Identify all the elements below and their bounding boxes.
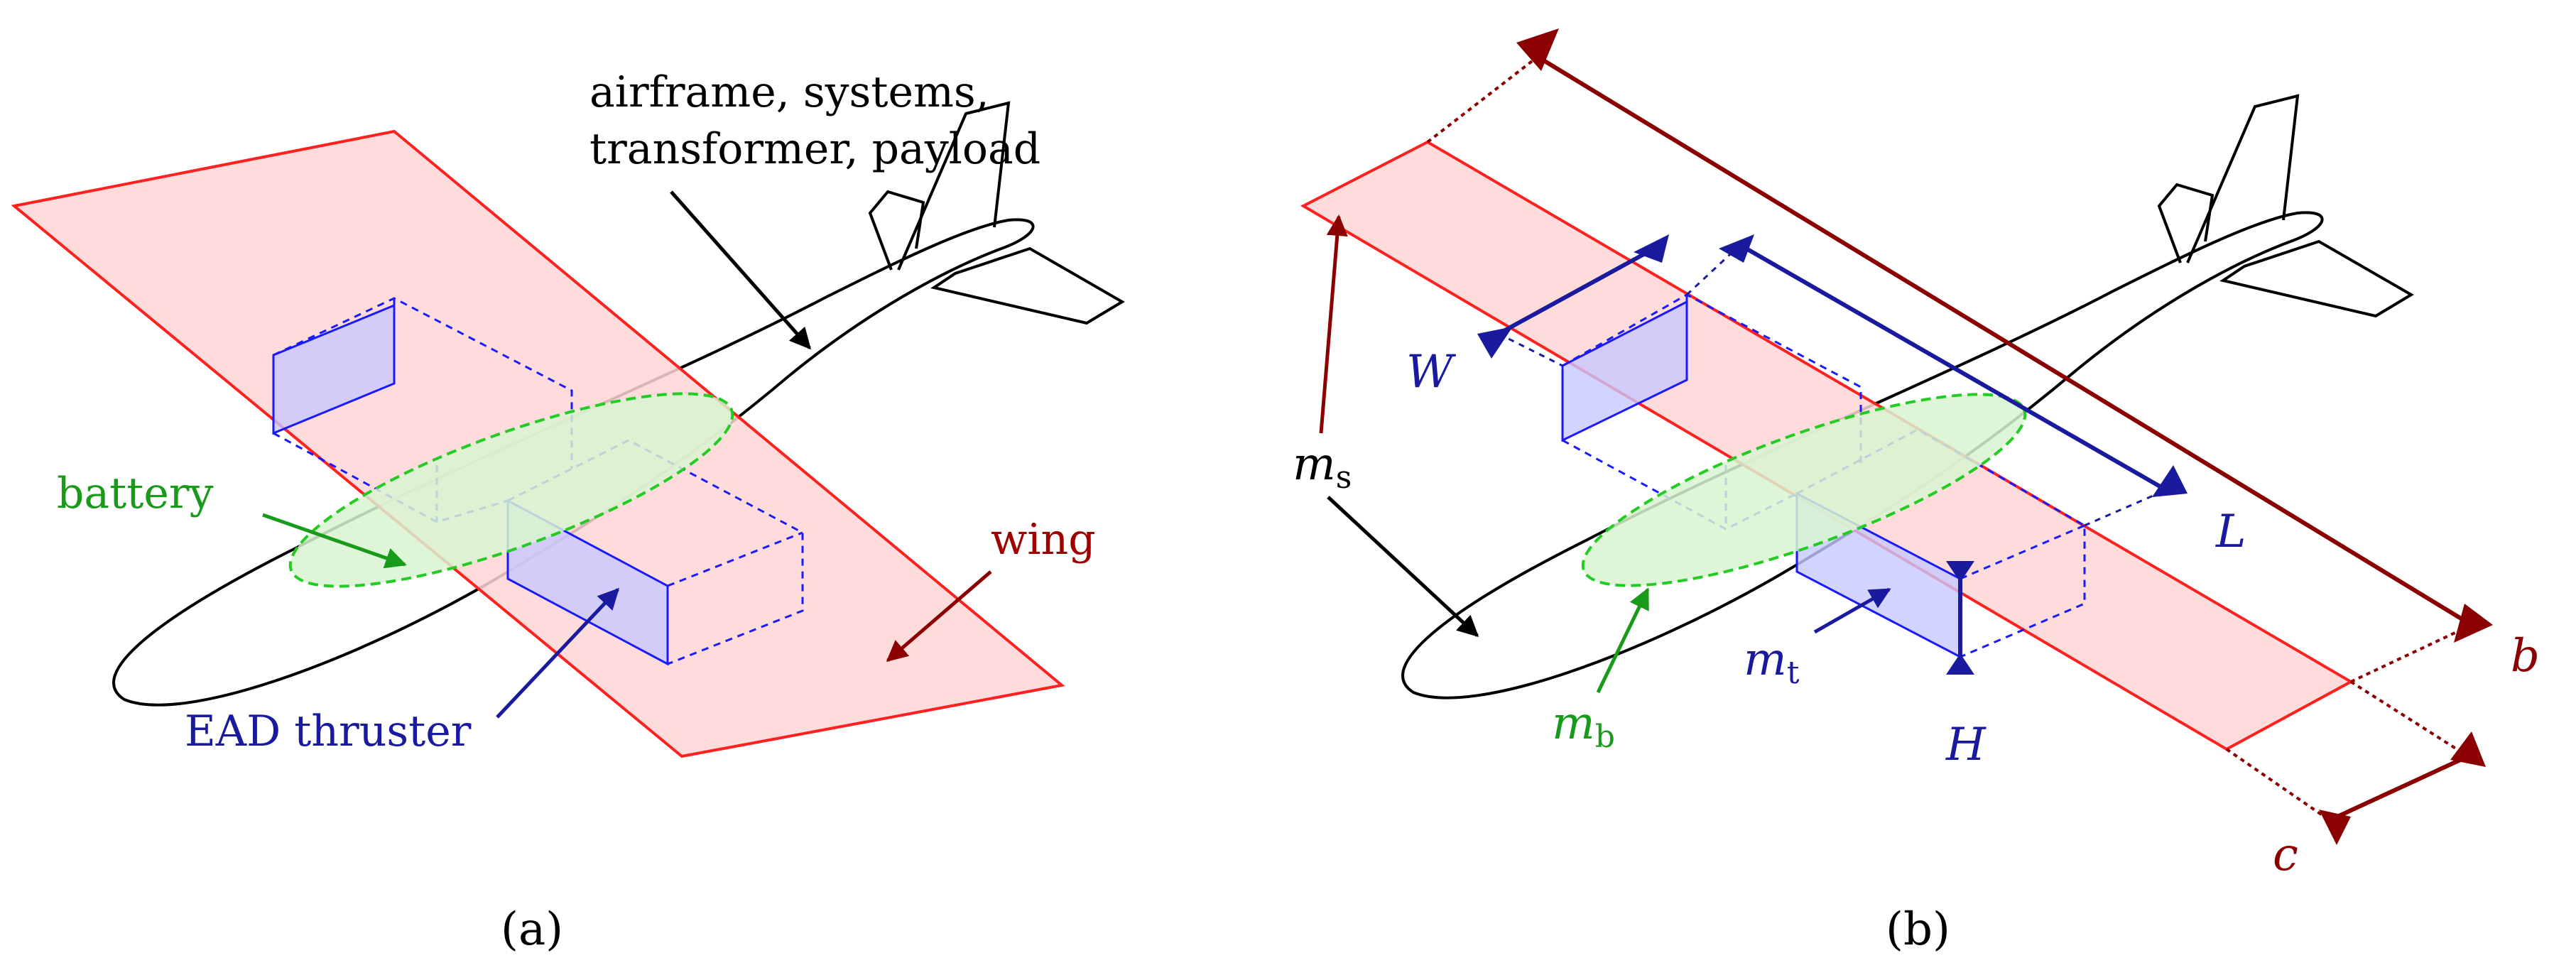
mb-base: m	[1552, 697, 1595, 750]
height-dimension-h	[1946, 561, 1974, 675]
mt-base: m	[1744, 633, 1787, 686]
l-arrowhead-bottom	[2152, 465, 2188, 497]
wing-label: wing	[991, 515, 1096, 565]
caption-b: (b)	[1886, 903, 1950, 956]
l-arrowhead-top	[1719, 234, 1754, 263]
c-arrowhead-left	[2319, 810, 2351, 845]
panel-b: W L H b c ms mb mt (b)	[1293, 28, 2540, 956]
c-label: c	[2273, 829, 2298, 881]
length-dimension-l	[1685, 234, 2188, 527]
l-label: L	[2215, 506, 2246, 558]
battery-label: battery	[57, 469, 214, 518]
b-arrowhead-bottom	[2454, 604, 2493, 643]
mt-label: mt	[1744, 633, 1800, 691]
mb-sub: b	[1595, 719, 1615, 755]
h-arrowhead-bottom	[1946, 653, 1974, 675]
span-dimension-b	[1426, 28, 2493, 683]
mt-sub: t	[1787, 655, 1800, 691]
h-label: H	[1945, 719, 1987, 771]
panel-a: airframe, systems, transformer, payload …	[11, 67, 1125, 956]
c-arrowhead-right	[2450, 731, 2486, 767]
airframe-label-line2: transformer, payload	[589, 124, 1040, 174]
ms-arrow-down	[1327, 496, 1479, 638]
thruster-label: EAD thruster	[185, 707, 472, 756]
airframe-arrow	[670, 190, 811, 350]
width-dimension-w	[1477, 234, 1669, 367]
mb-label: mb	[1552, 697, 1615, 755]
caption-a: (a)	[501, 903, 563, 956]
wing-arrow	[886, 570, 992, 662]
h-arrowhead-top	[1946, 561, 1974, 582]
airframe-label-line1: airframe, systems,	[589, 67, 989, 117]
ms-label: ms	[1293, 438, 1352, 496]
mt-arrow	[1813, 587, 1891, 634]
chord-dimension-c	[2225, 680, 2486, 845]
thruster-arrow	[496, 587, 620, 719]
mb-arrow	[1596, 587, 1650, 694]
ms-sub: s	[1336, 459, 1352, 496]
battery-arrow	[262, 513, 407, 569]
b-label: b	[2511, 630, 2540, 682]
w-arrowhead-left	[1477, 327, 1513, 359]
b-arrowhead-top	[1516, 28, 1559, 71]
ms-arrow-up	[1319, 214, 1348, 434]
ms-base: m	[1293, 438, 1336, 491]
w-arrowhead-right	[1634, 234, 1669, 263]
battery-a	[288, 392, 734, 588]
w-label: W	[1406, 346, 1457, 398]
